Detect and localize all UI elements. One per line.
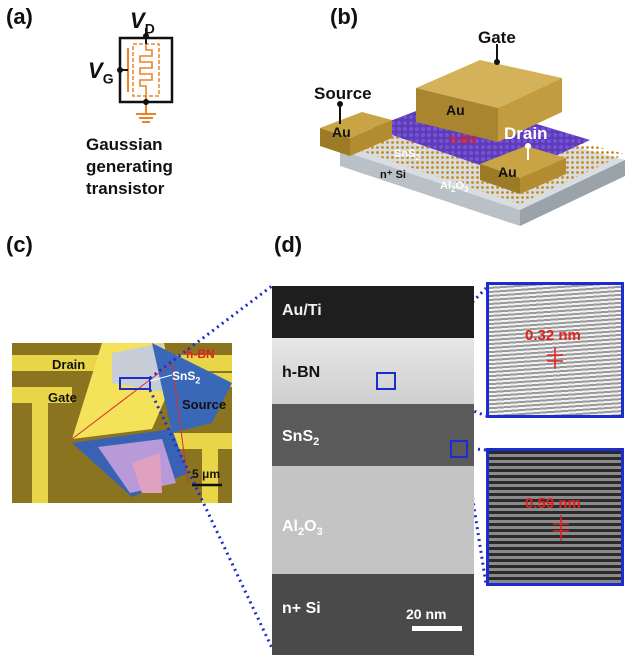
tem-scalebar-label: 20 nm (406, 606, 447, 622)
inset-sns2-lattice: 0.59 nm (486, 448, 624, 586)
tem-scalebar (412, 626, 462, 631)
au-gate-label: Au (446, 102, 465, 118)
zoom-box-hbn (376, 372, 396, 390)
layer-n-si-label: n+ Si (282, 600, 321, 617)
layer-hbn-label: h-BN (282, 364, 321, 381)
nsi-label: n⁺ Si (380, 169, 406, 181)
micrograph-source-label: Source (182, 397, 227, 412)
micrograph-drain-label: Drain (52, 357, 86, 372)
spacing-marker-icon (547, 347, 563, 369)
panel-b: Gate Source Drain Au Au Au h-BN SnS2 n⁺ … (300, 0, 633, 232)
inset-hbn-lattice: 0.32 nm (486, 282, 624, 418)
panel-a: VD VG Gaussian generating transistor (0, 0, 240, 230)
au-drain-label: Au (498, 164, 517, 180)
panel-label-b: (b) (330, 4, 359, 29)
sns2-label: SnS2 (394, 148, 420, 163)
tem-cross-section: Au/Ti h-BN SnS2 Al2O3 n+ Si 20 nm (272, 286, 474, 655)
spacing-marker-icon (553, 515, 569, 541)
vd-label: VD (130, 8, 155, 37)
micrograph-gate-label: Gate (48, 390, 77, 405)
vg-label: VG (88, 58, 114, 87)
transistor-symbol-icon (117, 28, 174, 123)
drain-label: Drain (504, 124, 548, 143)
inset-sns2-spacing: 0.59 nm (525, 495, 581, 512)
layer-al2o3 (272, 466, 474, 574)
layer-sns2 (272, 404, 474, 466)
device-3d-illustration (320, 44, 625, 226)
inset-hbn-spacing: 0.32 nm (525, 327, 581, 344)
micrograph-scalebar-label: 5 μm (192, 467, 221, 481)
panel-label-a: (a) (6, 4, 33, 29)
gate-label: Gate (478, 28, 516, 47)
layer-au-ti (272, 286, 474, 338)
micrograph-hbn-label: h-BN (186, 347, 215, 361)
layer-sns2-label: SnS2 (282, 428, 320, 449)
optical-micrograph: Drain Gate Source h-BN SnS2 5 μm (12, 343, 232, 503)
layer-al2o3-label: Al2O3 (282, 518, 323, 539)
transistor-caption: Gaussian generating transistor (86, 135, 173, 198)
hbn-label: h-BN (450, 134, 477, 146)
micrograph-sns2-label: SnS2 (172, 369, 201, 386)
layer-n-si (272, 574, 474, 655)
layer-au-ti-label: Au/Ti (282, 302, 322, 319)
au-source-label: Au (332, 124, 351, 140)
panel-label-d: (d) (274, 232, 303, 257)
layer-hbn (272, 338, 474, 404)
zoom-box-sns2 (450, 440, 468, 458)
panel-label-c: (c) (6, 232, 33, 257)
source-label: Source (314, 84, 372, 103)
al2o3-label: Al2O3 (440, 180, 469, 195)
